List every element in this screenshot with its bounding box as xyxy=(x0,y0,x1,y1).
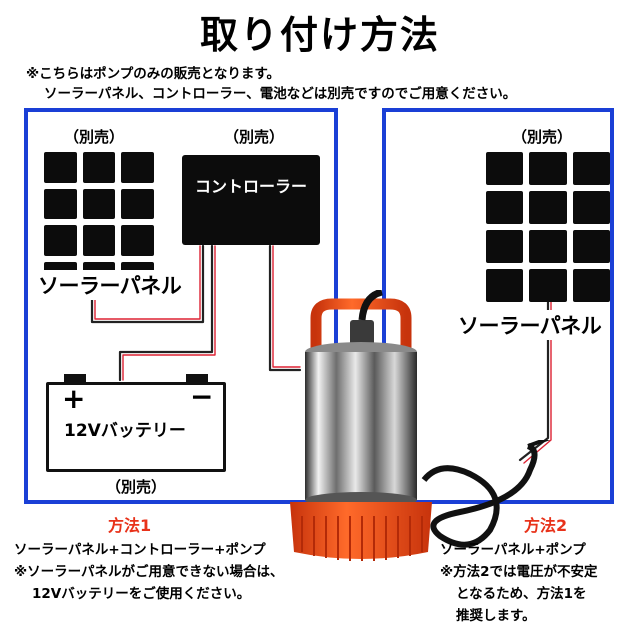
solar-cell xyxy=(44,188,77,219)
method2-line-1: ソーラーパネル+ポンプ xyxy=(440,542,586,558)
battery-minus-sign: − xyxy=(190,380,214,413)
submersible-pump-image xyxy=(290,290,432,561)
battery-12v xyxy=(46,382,226,472)
controller-sold-separately-tag: （別売） xyxy=(224,128,285,146)
solar-panel-right-label: ソーラーパネル xyxy=(458,310,602,340)
solar-cell xyxy=(44,225,77,256)
note-line-1: ※こちらはポンプのみの販売となります。 xyxy=(26,66,280,82)
solar-cell xyxy=(82,188,116,219)
solar-panel-right xyxy=(486,152,610,302)
solar-cell xyxy=(82,225,116,256)
solar-cell xyxy=(44,152,77,183)
solar-cell xyxy=(82,152,116,183)
method2-line-4: 推奨します。 xyxy=(456,608,536,624)
panel-sold-separately-tag-right: （別売） xyxy=(512,128,573,146)
battery-terminal-negative xyxy=(186,374,208,383)
solar-cell xyxy=(529,152,567,185)
note-line-2: ソーラーパネル、コントローラー、電池などは別売ですのでご用意ください。 xyxy=(44,86,517,102)
solar-cell xyxy=(572,152,610,185)
controller-label: コントローラー xyxy=(194,177,307,196)
method1-line-3: 12Vバッテリーをご使用ください。 xyxy=(32,586,251,602)
solar-cell xyxy=(529,191,567,224)
solar-cell xyxy=(486,191,524,224)
solar-panel-left-label: ソーラーパネル xyxy=(38,270,182,300)
method2-line-3: となるため、方法1を xyxy=(456,586,587,602)
battery-terminal-positive xyxy=(64,374,86,383)
panel-sold-separately-tag: （別売） xyxy=(64,128,125,146)
method2-title: 方法2 xyxy=(524,516,568,535)
solar-cell xyxy=(529,269,567,302)
solar-cell xyxy=(486,230,524,263)
solar-cell xyxy=(572,269,610,302)
solar-cell xyxy=(529,230,567,263)
battery-label: 12Vバッテリー xyxy=(64,421,186,441)
solar-cell xyxy=(486,269,524,302)
method1-line-1: ソーラーパネル+コントローラー+ポンプ xyxy=(14,542,266,558)
pump-cable xyxy=(421,440,551,548)
battery-plus-sign: + xyxy=(62,382,86,415)
method1-title: 方法1 xyxy=(108,516,152,535)
controller-box: コントローラー xyxy=(182,155,320,245)
solar-cell xyxy=(572,191,610,224)
method1-line-2: ※ソーラーパネルがご用意できない場合は、 xyxy=(14,564,284,580)
solar-cell xyxy=(486,152,524,185)
page-title: 取り付け方法 xyxy=(199,13,440,57)
method2-line-2: ※方法2では電圧が不安定 xyxy=(440,564,598,580)
battery-sold-separately-tag: （別売） xyxy=(106,478,167,496)
solar-cell xyxy=(572,230,610,263)
solar-cell xyxy=(121,188,154,219)
solar-cell xyxy=(121,152,154,183)
solar-cell xyxy=(121,225,154,256)
